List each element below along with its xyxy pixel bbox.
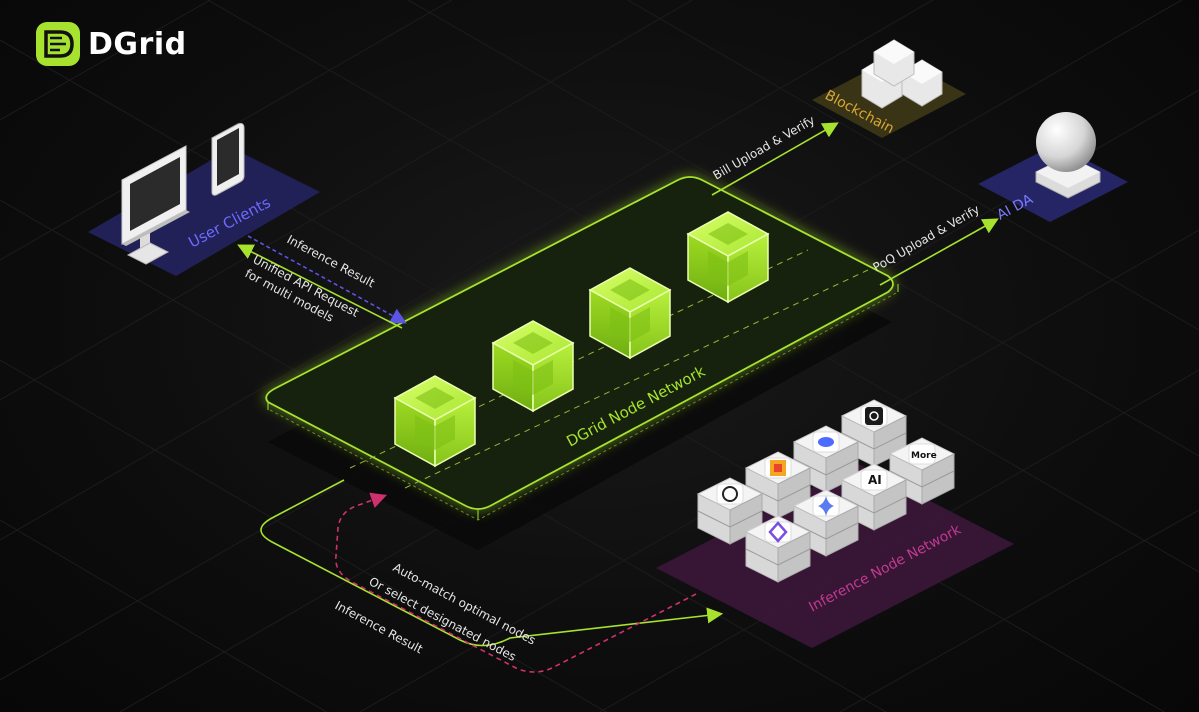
brand-name: DGrid xyxy=(88,26,187,62)
deepseek-icon xyxy=(818,437,834,447)
hexagon-stack-icon xyxy=(861,39,943,109)
openai-icon xyxy=(722,486,738,502)
gemini-icon xyxy=(818,496,834,516)
ai-da xyxy=(978,112,1128,222)
phone-icon xyxy=(211,123,245,196)
bill-upload-label: Bill Upload & Verify xyxy=(711,113,818,183)
server-icon: More xyxy=(888,437,956,505)
cube-icon xyxy=(393,375,477,468)
blockchain xyxy=(812,39,966,138)
upload-edges xyxy=(711,122,999,286)
inference-node-network xyxy=(656,464,1014,648)
more-models-label: More xyxy=(911,451,937,461)
sphere-icon xyxy=(1035,112,1101,199)
anthropic-icon: AI xyxy=(868,473,882,487)
cube-icon xyxy=(686,211,770,304)
logo-icon xyxy=(36,22,80,66)
node-cubes xyxy=(393,211,770,468)
monitor-icon xyxy=(121,145,190,265)
cube-icon xyxy=(491,320,575,413)
server-icon: AI xyxy=(840,463,908,531)
mistral-icon xyxy=(770,460,786,476)
server-icon xyxy=(744,515,812,583)
inference-edges xyxy=(260,479,724,673)
qwen-icon xyxy=(768,521,788,543)
poq-upload-label: PoQ Upload & Verify xyxy=(871,202,982,274)
client-edges xyxy=(237,235,407,329)
meta-icon xyxy=(865,407,883,425)
server-icon xyxy=(792,489,860,557)
cube-icon xyxy=(588,267,672,360)
user-clients xyxy=(88,123,320,276)
brand-logo[interactable]: DGrid xyxy=(36,22,187,66)
